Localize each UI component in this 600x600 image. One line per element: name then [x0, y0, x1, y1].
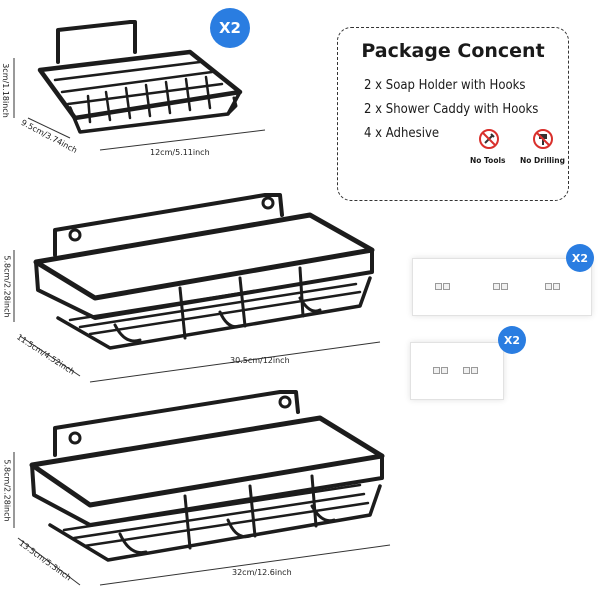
package-contents-box: Package Concent 2 x Soap Holder with Hoo… [337, 27, 569, 201]
big-height-label: 5.8cm/2.28inch [2, 459, 12, 522]
adhesive-hook-icon [433, 367, 449, 381]
no-drilling-label: No Drilling [520, 156, 565, 165]
adhesive-hook-icon [463, 367, 479, 381]
adhesive-strip-small [410, 342, 504, 400]
big-width-label: 32cm/12.6inch [232, 568, 292, 577]
strip-quantity-badge: X2 [566, 244, 594, 272]
no-tools-icon [479, 129, 499, 149]
no-tools-label: No Tools [470, 156, 506, 165]
adhesive-hook-icon [545, 283, 561, 297]
package-item: 4 x Adhesive [364, 126, 440, 141]
adhesive-strip-long [412, 258, 592, 316]
package-item: 2 x Shower Caddy with Hooks [364, 102, 539, 117]
small-strip-quantity-badge: X2 [498, 326, 526, 354]
package-item: 2 x Soap Holder with Hooks [364, 78, 526, 93]
soap-quantity-badge: X2 [210, 8, 250, 48]
adhesive-hook-icon [435, 283, 451, 297]
package-title: Package Concent [361, 40, 545, 62]
soap-height-label: 3cm/1.18inch [0, 63, 10, 118]
soap-width-label: 12cm/5.11inch [150, 148, 210, 157]
no-drilling-icon [533, 129, 553, 149]
mid-height-label: 5.8cm/2.28inch [2, 255, 12, 318]
mid-width-label: 30.5cm/12inch [230, 356, 290, 365]
adhesive-hook-icon [493, 283, 509, 297]
